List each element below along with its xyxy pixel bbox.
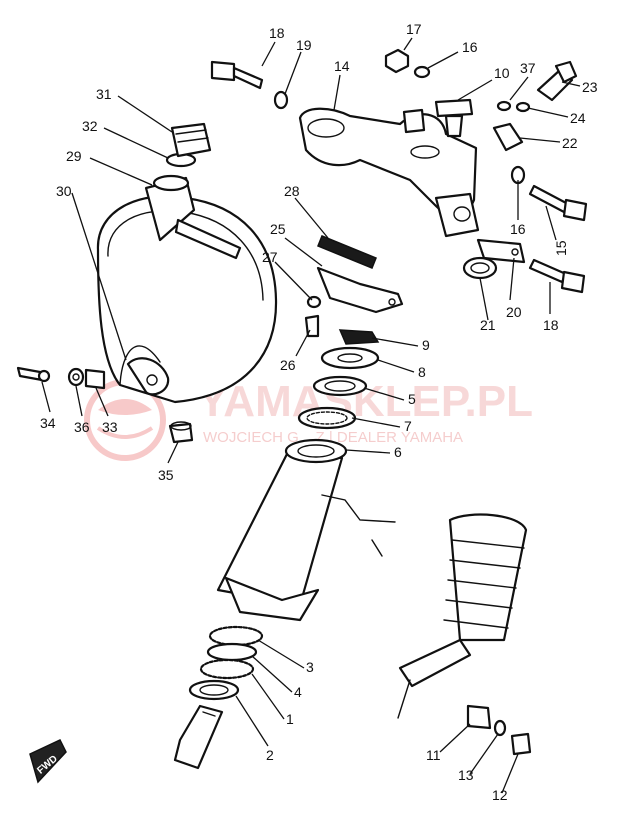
part-14-upper-bracket [298, 107, 480, 238]
callout-34: 34 [40, 415, 56, 431]
callout-30: 30 [56, 183, 72, 199]
callout-9: 9 [422, 337, 430, 353]
watermark-tagline: WOJCIECH G... Z | DEALER YAMAHA [203, 429, 463, 446]
part-6-race [284, 438, 348, 464]
callout-3: 3 [306, 659, 314, 675]
part-29-filler-neck [152, 174, 190, 192]
callout-6: 6 [394, 444, 402, 460]
part-23-bolt [536, 60, 578, 102]
part-17-nut [384, 48, 410, 74]
callout-8: 8 [418, 364, 426, 380]
part-16-washer-top [413, 65, 431, 79]
callout-23: 23 [582, 79, 598, 95]
fork-leg-part [397, 513, 528, 719]
part-10-bolt [434, 98, 474, 138]
callout-10: 10 [494, 65, 510, 81]
callout-26: 26 [280, 357, 296, 373]
part-4-race [206, 642, 258, 662]
part-21-ring [462, 256, 498, 280]
steering-stem-part [173, 450, 396, 770]
part-24-washer [515, 101, 531, 113]
part-8-cover [320, 346, 380, 370]
part-33-collar [84, 368, 106, 390]
callout-14: 14 [334, 58, 350, 74]
part-37-washer [496, 100, 512, 112]
part-18-bolt-top [210, 60, 264, 90]
part-36-washer [67, 367, 85, 387]
part-35-grommet [168, 421, 194, 444]
callout-35: 35 [158, 467, 174, 483]
part-25-cable-guide [316, 266, 404, 314]
callout-21: 21 [480, 317, 496, 333]
callout-22: 22 [562, 135, 578, 151]
part-5-bearing [312, 375, 368, 397]
callout-2: 2 [266, 747, 274, 763]
part-34-bolt [16, 366, 51, 383]
part-2-seal [188, 679, 240, 701]
callout-labels: 18 19 14 17 16 10 37 23 24 22 16 15 18 2… [40, 21, 598, 803]
callout-5: 5 [408, 391, 416, 407]
callout-32: 32 [82, 118, 98, 134]
callout-28: 28 [284, 183, 300, 199]
callout-16-lower: 16 [510, 221, 526, 237]
part-1-bearing [199, 658, 255, 680]
headlight-bracket [126, 357, 170, 396]
callout-31: 31 [96, 86, 112, 102]
part-15-bolt [528, 184, 588, 222]
callout-25: 25 [270, 221, 286, 237]
callout-37: 37 [520, 60, 536, 76]
callout-24: 24 [570, 110, 586, 126]
part-28-plate [317, 235, 377, 269]
callout-12: 12 [492, 787, 508, 803]
part-20-plate [476, 238, 526, 264]
part-31-cap [170, 122, 212, 158]
callout-20: 20 [506, 304, 522, 320]
callout-18: 18 [269, 25, 285, 41]
part-13-washer [493, 719, 507, 737]
part-3-bearing [208, 625, 264, 647]
leader-lines [41, 37, 581, 794]
callout-15: 15 [553, 240, 569, 256]
part-18-bolt-lower [528, 258, 586, 294]
callout-18-lower: 18 [543, 317, 559, 333]
callout-1: 1 [286, 711, 294, 727]
callout-33: 33 [102, 419, 118, 435]
callout-4: 4 [294, 684, 302, 700]
callout-36: 36 [74, 419, 90, 435]
callout-13: 13 [458, 767, 474, 783]
callout-29: 29 [66, 148, 82, 164]
callout-11: 11 [426, 747, 441, 763]
callout-17: 17 [406, 21, 422, 37]
part-9-ring-nut [338, 329, 380, 345]
part-19-washer [273, 90, 289, 110]
part-22-clamp [492, 122, 524, 152]
callout-7: 7 [404, 418, 412, 434]
callout-19: 19 [296, 37, 312, 53]
callout-16-top: 16 [462, 39, 478, 55]
callout-27: 27 [262, 249, 278, 265]
part-11-clamp [466, 704, 492, 730]
part-7-bearing [297, 406, 357, 430]
fwd-arrow-icon: FWD [29, 739, 67, 784]
part-12-bolt [510, 732, 532, 756]
part-30-headlight-cover [96, 176, 278, 404]
